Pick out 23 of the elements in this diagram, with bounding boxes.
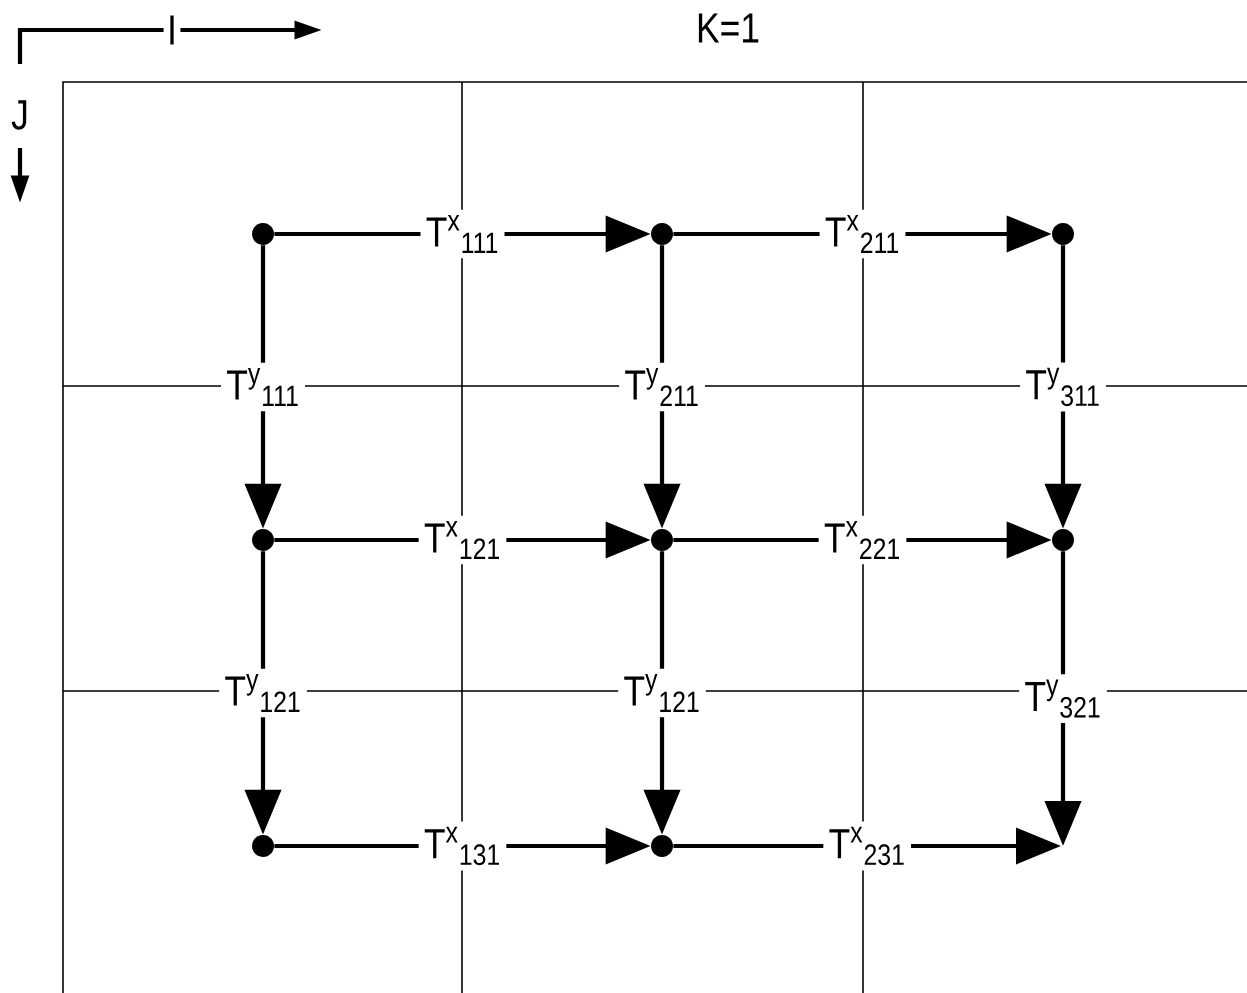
dot — [1052, 223, 1074, 245]
edge-label: T$^{x}$121 — [418, 515, 507, 565]
axis-label: I — [163, 12, 181, 48]
edge-label: T$^{y}$211 — [619, 362, 705, 412]
dot — [651, 223, 673, 245]
dot — [651, 529, 673, 551]
dot — [651, 835, 673, 857]
edge-label: T$^{y}$111 — [221, 362, 305, 412]
edge-label: T$^{y}$121 — [219, 668, 307, 718]
edge-label: T$^{x}$211 — [819, 209, 906, 259]
edge-label: T$^{y}$321 — [1019, 674, 1107, 724]
dot — [252, 223, 274, 245]
edge-label: T$^{x}$131 — [418, 821, 507, 871]
dot — [252, 835, 274, 857]
dot — [252, 529, 274, 551]
dot — [1052, 529, 1074, 551]
edge-label: T$^{x}$231 — [823, 821, 912, 871]
axis-label: J — [7, 96, 33, 134]
edge-label: T$^{x}$221 — [818, 515, 907, 565]
edge-label: T$^{y}$311 — [1020, 362, 1106, 412]
edge-label: T$^{x}$111 — [420, 209, 505, 259]
edge-label: T$^{y}$121 — [618, 668, 706, 718]
axis-label: K=1 — [692, 9, 764, 46]
